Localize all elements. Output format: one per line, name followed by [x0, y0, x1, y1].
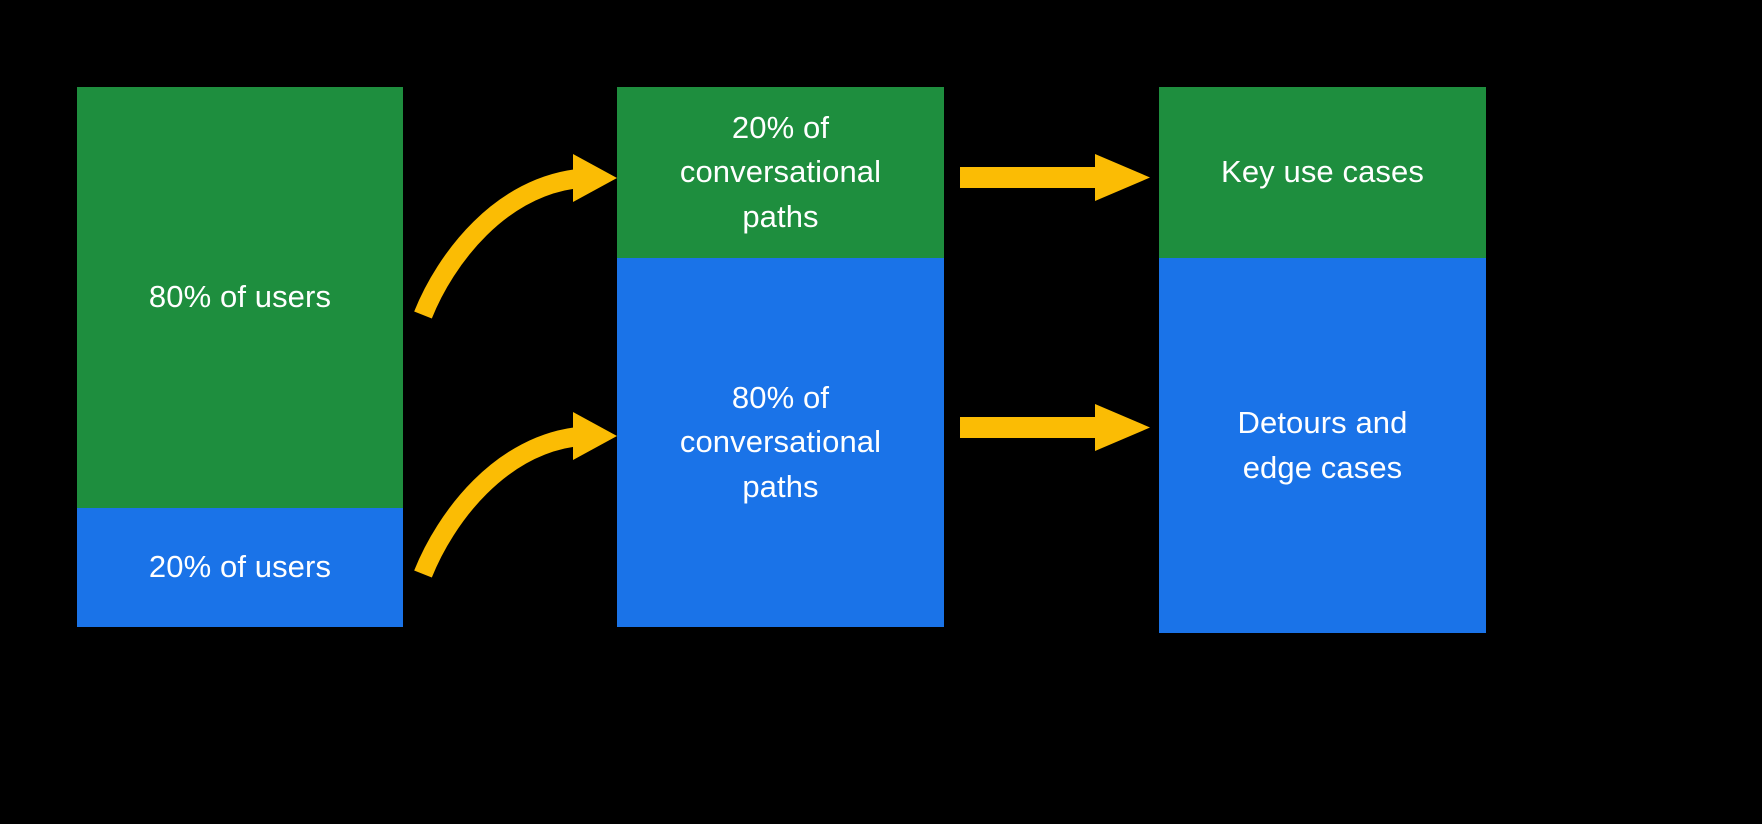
segment-outcome-detours-label: Detours and edge cases — [1237, 405, 1408, 485]
segment-users-minority[interactable]: 20% of users — [77, 508, 403, 627]
segment-outcome-key-use-cases[interactable]: Key use cases — [1159, 87, 1486, 258]
arrow-paths-majority-to-detours-icon — [960, 404, 1150, 451]
conversational-paths-column: 20% of conversational paths 80% of conve… — [617, 87, 944, 627]
segment-paths-majority[interactable]: 80% of conversational paths — [617, 258, 944, 627]
curve-users-minority-to-paths-majority-icon — [414, 412, 617, 578]
curved-connectors-group — [414, 154, 617, 578]
segment-paths-minority-label: 20% of conversational paths — [679, 110, 882, 234]
segment-users-minority-label: 20% of users — [148, 549, 332, 585]
segment-users-majority-label: 80% of users — [148, 279, 332, 315]
segment-paths-majority-label: 80% of conversational paths — [679, 380, 882, 504]
arrow-paths-minority-to-key-use-cases-icon — [960, 154, 1150, 201]
segment-users-majority[interactable]: 80% of users — [77, 87, 403, 508]
segment-outcome-detours[interactable]: Detours and edge cases — [1159, 258, 1486, 633]
segment-paths-minority[interactable]: 20% of conversational paths — [617, 87, 944, 258]
segment-outcome-key-use-cases-label: Key use cases — [1221, 154, 1424, 190]
users-column: 80% of users 20% of users — [77, 87, 403, 627]
curve-users-majority-to-paths-minority-icon — [414, 154, 617, 319]
outcomes-column: Key use cases Detours and edge cases — [1159, 87, 1486, 633]
straight-connectors-group — [960, 154, 1150, 451]
